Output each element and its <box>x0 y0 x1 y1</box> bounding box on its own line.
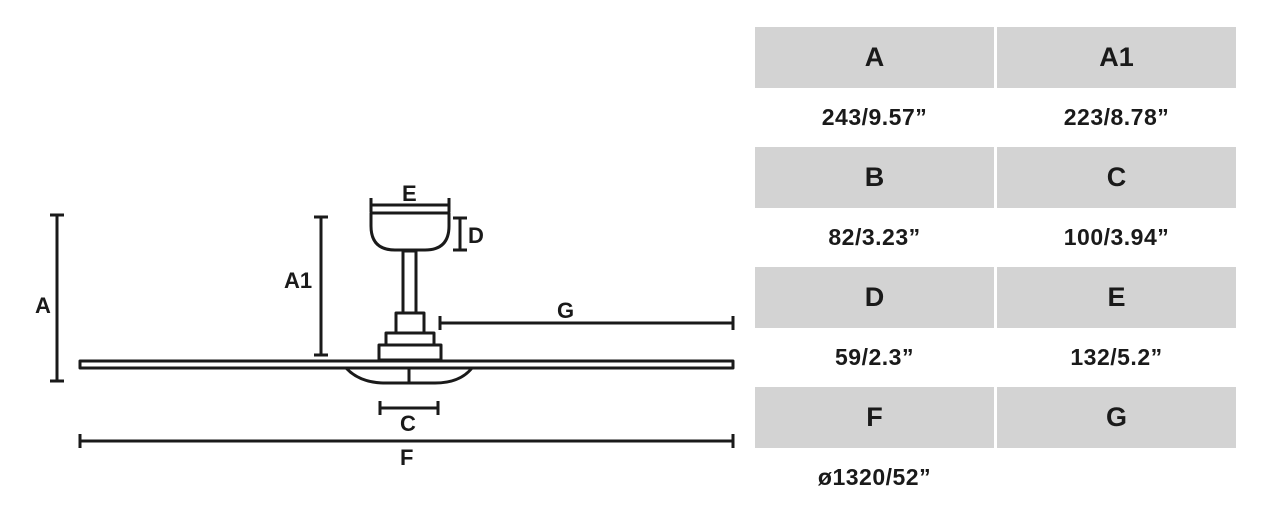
value-cell-f: ø1320/52” <box>817 464 932 490</box>
table-value-row: ø1320/52” <box>755 448 1236 507</box>
dim-f-label: F <box>400 445 413 470</box>
table-value-row: 243/9.57” 223/8.78” <box>755 88 1236 147</box>
dim-g-label: G <box>557 298 574 323</box>
header-cell-b: B <box>755 147 994 208</box>
dim-c-label: C <box>400 411 416 436</box>
motor-base-shape <box>377 343 443 362</box>
dim-a1-label: A1 <box>284 268 312 293</box>
value-cell-a: 243/9.57” <box>821 104 928 130</box>
dim-d-label: D <box>468 223 484 248</box>
header-cell-a1: A1 <box>997 27 1236 88</box>
dim-a-label: A <box>35 293 51 318</box>
header-cell-e: E <box>997 267 1236 328</box>
header-cell-d: D <box>755 267 994 328</box>
table-value-row: 59/2.3” 132/5.2” <box>755 328 1236 387</box>
fan-dimension-diagram: A A1 E D G C F <box>35 181 735 470</box>
header-cell-f: F <box>755 387 994 448</box>
table-header-row: F G <box>755 387 1236 448</box>
table-header-row: D E <box>755 267 1236 328</box>
blade-shape <box>78 359 735 370</box>
value-cell-e: 132/5.2” <box>1070 344 1163 370</box>
value-cell-g <box>997 448 1236 507</box>
table-header-row: B C <box>755 147 1236 208</box>
value-cell-a1: 223/8.78” <box>1063 104 1170 130</box>
dim-e-label: E <box>402 181 417 206</box>
value-cell-c: 100/3.94” <box>1063 224 1170 250</box>
value-cell-b: 82/3.23” <box>828 224 921 250</box>
motor-top-shape <box>394 311 426 335</box>
canopy-shape <box>369 211 451 252</box>
value-cell-d: 59/2.3” <box>835 344 914 370</box>
table-header-row: A A1 <box>755 27 1236 88</box>
table-value-row: 82/3.23” 100/3.94” <box>755 208 1236 267</box>
motor-collar-shape <box>384 331 436 347</box>
header-cell-g: G <box>997 387 1236 448</box>
downrod-shape <box>401 249 418 315</box>
header-cell-a: A <box>755 27 994 88</box>
header-cell-c: C <box>997 147 1236 208</box>
dimension-table: A A1 243/9.57” 223/8.78” B C 82/3.23” 10… <box>755 27 1236 507</box>
